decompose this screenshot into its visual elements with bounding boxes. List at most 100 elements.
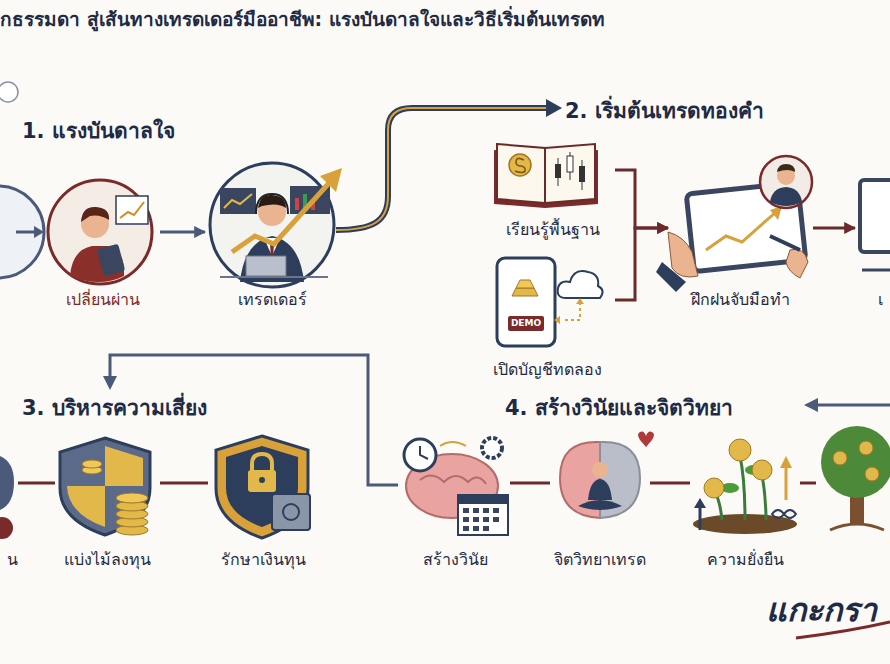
node-caption: เทรดเดอร์	[165, 289, 380, 310]
connector	[813, 227, 855, 230]
section-heading: 2. เริ่มต้นเทรดทองคำ	[565, 94, 885, 127]
connector	[615, 228, 668, 300]
tablet-practice-icon-part	[656, 262, 686, 292]
book-icon-part	[555, 164, 561, 178]
book-icon-part	[567, 156, 573, 172]
node-caption: เปิดบัญชีทดลอง	[440, 359, 655, 380]
node-caption: เรียนรู้พื้นฐาน	[450, 219, 655, 240]
book-icon-part	[509, 154, 531, 176]
discipline-icon-part-part	[483, 526, 489, 531]
person-tablet-icon-part	[120, 202, 144, 218]
section4-connector-part	[804, 398, 818, 412]
cut-start-circle	[0, 186, 44, 278]
node-caption-group: จิตวิทยาเทรด	[510, 549, 690, 570]
icon-node: เรียนรู้พื้นฐาน	[490, 135, 615, 240]
cut-risk-icon-part	[0, 517, 13, 539]
flow-connector	[336, 99, 562, 230]
demo-badge: DEMO	[508, 316, 544, 331]
tablet-practice-icon-part	[777, 164, 795, 172]
position-sizing-shield-part	[67, 486, 105, 527]
trader-icon-part	[295, 198, 299, 210]
phone-demo-icon	[497, 258, 603, 346]
sustainability-icon-part	[740, 456, 745, 520]
node-caption-group: เรียนรู้พื้นฐาน	[450, 219, 655, 240]
icon-node: สร้างวินัย	[400, 435, 510, 570]
discipline-icon-part	[458, 495, 508, 504]
phone-demo-icon-part	[516, 280, 534, 288]
cut-tree-icon-part	[821, 426, 890, 498]
capital-protection-shield-part	[283, 504, 299, 520]
cut-tree-icon-part	[859, 441, 873, 455]
capital-protection-shield-part	[259, 477, 265, 483]
cut-monitor-icon	[860, 180, 890, 270]
psychology-icon-part	[592, 462, 608, 478]
connector	[18, 482, 55, 485]
book-icon-part	[579, 166, 585, 182]
node-caption-group: ฝึกฝนจับมือทำ	[628, 289, 853, 310]
discipline-icon-part-part	[493, 517, 499, 522]
icon-node: รักษาเงินทุน	[208, 435, 318, 570]
phone-demo-icon-part	[558, 271, 603, 298]
phone-demo-icon-part	[497, 258, 555, 346]
person-tablet-icon-part	[81, 207, 109, 222]
discipline-icon-part-part	[473, 517, 479, 522]
discipline-icon-part-part	[493, 508, 499, 513]
section4-connector	[804, 398, 890, 412]
person-tablet-icon-part	[48, 180, 152, 284]
tablet-practice-icon-part	[760, 156, 812, 208]
psychology-icon-part	[638, 432, 654, 448]
book-icon-part	[545, 144, 595, 203]
sustainability-icon-part	[704, 478, 724, 498]
top-left-icon-part	[0, 82, 18, 102]
section3-connector-part	[103, 376, 117, 390]
discipline-icon-part-part	[463, 526, 469, 531]
tablet-practice-icon-part	[706, 212, 776, 250]
icon-node: เปลี่ยนผ่าน	[45, 178, 160, 310]
trader-icon-part	[256, 194, 288, 214]
phone-demo-icon-part	[554, 316, 560, 324]
section4-connector-part	[816, 404, 890, 407]
discipline-icon	[404, 438, 508, 535]
discipline-icon-part	[404, 439, 436, 471]
book-icon	[494, 144, 598, 208]
cut-risk-icon-part	[0, 456, 14, 510]
discipline-icon-part-part	[463, 508, 469, 513]
tablet-practice-icon-part	[770, 187, 802, 206]
sustainability-icon-part	[694, 498, 706, 508]
cut-tree-icon-part	[800, 482, 816, 485]
trader-icon-part	[220, 276, 328, 278]
node-caption: เปลี่ยนผ่าน	[5, 289, 200, 310]
node-caption: แบ่งไม้ลงทุน	[15, 549, 200, 570]
sustainability-icon-part	[729, 439, 751, 461]
icon-node: ความยั่งยืน	[690, 435, 800, 570]
discipline-icon-part	[458, 495, 508, 535]
trader-icon-part	[320, 168, 342, 192]
tablet-practice-icon-part	[786, 249, 808, 278]
book-icon-part	[515, 158, 525, 172]
trader-icon-part	[224, 194, 252, 208]
cut-tree-icon-part	[865, 467, 879, 481]
icon-node: ฝึกฝนจับมือทำ	[668, 155, 813, 310]
sustainability-icon-part	[772, 510, 796, 518]
position-sizing-shield	[60, 438, 150, 535]
capital-protection-shield	[216, 436, 310, 538]
section-heading: 4. สร้างวินัยและจิตวิทยา	[505, 391, 805, 424]
icon-node: น	[0, 435, 18, 570]
node-caption: เ	[815, 289, 890, 310]
trader-icon-part	[232, 182, 330, 252]
cut-start-circle-part	[16, 231, 36, 234]
icon-node: จิตวิทยาเทรด	[550, 435, 650, 570]
cut-monitor-icon-part	[860, 180, 890, 252]
capital-protection-shield-part	[272, 494, 310, 530]
sustainability-icon	[693, 439, 797, 534]
node-caption-group: สร้างวินัย	[360, 549, 550, 570]
discipline-icon-part	[482, 438, 502, 458]
capital-protection-shield-part	[248, 470, 276, 492]
discipline-icon-part-part	[463, 517, 469, 522]
node-caption-group: เปลี่ยนผ่าน	[5, 289, 200, 310]
tablet-practice-icon-part	[668, 232, 698, 277]
position-sizing-shield-part	[60, 438, 150, 535]
node-caption-group: แบ่งไม้ลงทุน	[15, 549, 200, 570]
icon-node: แบ่งไม้ลงทุน	[55, 435, 160, 570]
